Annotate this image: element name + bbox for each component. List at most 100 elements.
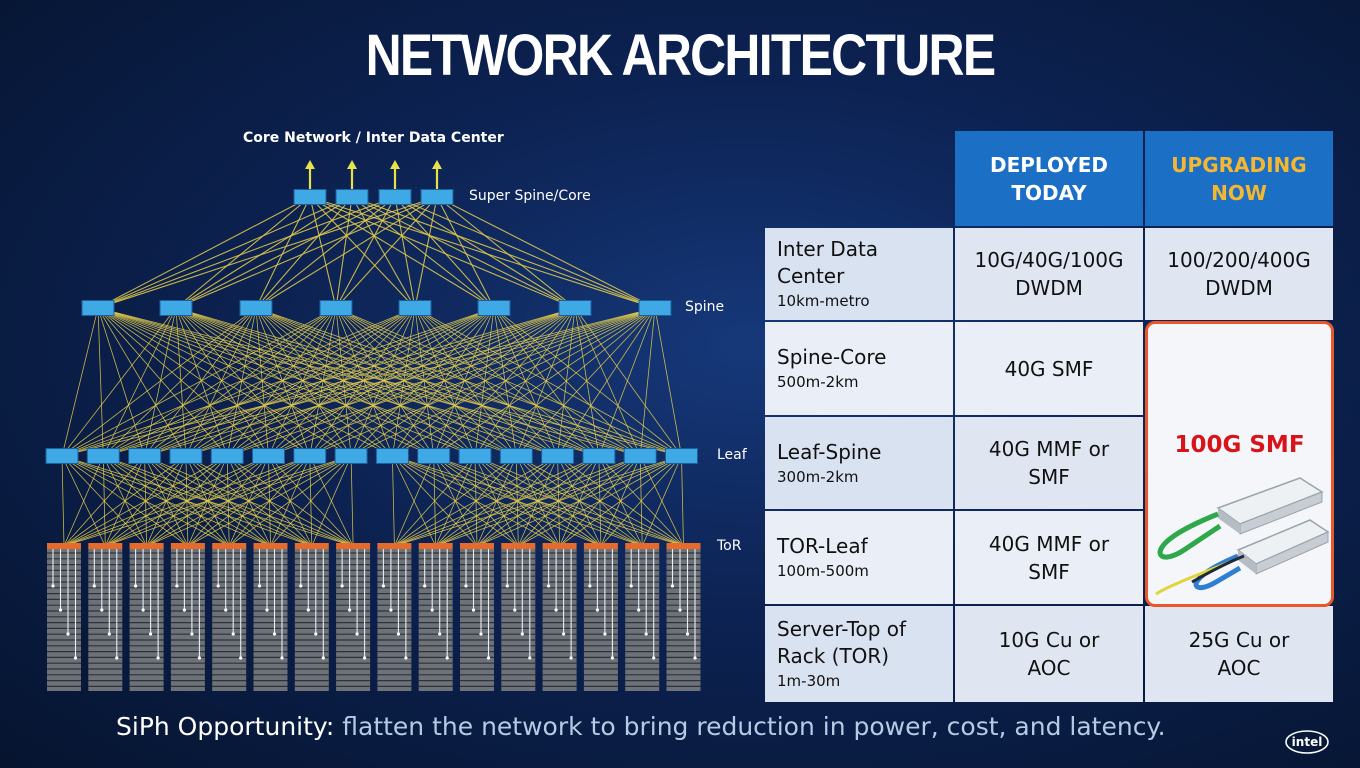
link-line [394,196,416,309]
rack-cable-end [637,608,641,612]
link-line [335,196,396,309]
row-distance: 500m-2km [777,373,859,391]
link-line [255,307,311,457]
transceiver-module-1 [1157,477,1324,560]
rack-cable-end [92,584,96,588]
link-line [394,455,435,547]
rack-cable-end [257,584,262,588]
link-line [433,307,576,457]
link-line [335,307,641,457]
rack-cable-end [603,632,607,636]
table-cell: 10G Cu or AOC [955,606,1143,702]
deployed-value: 40G SMF [1004,356,1094,381]
link-line [227,307,656,457]
rack-cable-end [486,656,491,660]
link-line [436,196,576,309]
link-line [226,307,337,457]
leaf-label: Leaf [717,447,747,463]
link-line [394,455,558,547]
link-line [228,455,352,547]
leaf-switch [458,448,492,464]
link-line [493,307,600,457]
link-line [350,307,656,457]
link-line [97,196,438,309]
link-line [61,307,177,457]
rack-cable-end [355,632,359,636]
rack-cable-end [528,656,532,660]
link-line [63,455,310,547]
link-line [61,307,416,457]
network-diagram [45,160,701,691]
super-spine-switch [420,189,454,205]
leaf-switch [86,448,120,464]
rack-cable-end [272,632,277,636]
spine-switch [159,300,193,316]
link-line [175,307,476,457]
rack-cable-end [520,632,524,636]
link-line [394,455,476,547]
link-line [414,307,517,457]
link-line [185,307,337,457]
link-line [335,307,393,457]
link-speed-table: DEPLOYED TODAY UPGRADING NOW Inter Data … [765,131,1333,702]
leaf-switch [582,448,616,464]
tor-switch [88,543,123,549]
link-line [518,455,682,547]
link-line [175,307,269,457]
spine-switch [477,300,511,316]
link-line [175,307,682,457]
link-line [105,455,352,547]
link-line [61,307,257,457]
rack-cable-end [479,632,483,636]
rack-cable-end [51,584,55,588]
tor-switch [583,543,618,549]
link-line [574,307,682,457]
link-line [309,196,495,309]
upgrading-value: 25G Cu or AOC [1188,628,1290,680]
table-row-leaf-spine-name: Leaf-Spine 300m-2km [765,417,953,509]
leaf-switch [169,448,203,464]
link-line [516,307,656,457]
link-line [97,307,558,457]
link-line [97,307,104,457]
link-line [641,455,682,547]
rack-cable-end [554,608,558,612]
header-deployed: DEPLOYED TODAY [955,131,1143,226]
row-distance: 1m-30m [777,672,841,690]
link-line [335,307,476,457]
table-cell: 10G/40G/100G DWDM [955,228,1143,320]
link-line [350,307,416,457]
link-line [474,307,495,457]
link-line [414,307,476,457]
rack-cable-end [115,656,119,660]
link-line [598,307,656,457]
rack-cable-end [404,656,408,660]
leaf-switch [499,448,533,464]
link-line [335,196,353,309]
row-distance: 300m-2km [777,467,859,486]
link-line [515,307,576,457]
rack-cable-end [321,656,325,660]
tor-switch [501,543,536,549]
link-line [493,307,682,457]
rack-cable-end [652,656,656,660]
link-line [335,307,517,457]
link-line [97,307,434,457]
link-line [574,307,641,457]
rack-cable-end [239,656,243,660]
link-line [255,307,434,457]
tor-switch [294,543,329,549]
link-line [392,307,576,457]
link-line [268,307,416,457]
link-line [175,196,438,309]
link-line [255,307,352,457]
link-line [175,307,393,457]
link-line [394,455,641,547]
highlight-text: 100G SMF [1174,432,1305,458]
upgrading-value: 100/200/400G DWDM [1167,248,1311,300]
switch-nodes [45,160,701,691]
transceiver-image [1155,477,1330,596]
rack-cable-end [149,632,153,636]
link-line [144,307,177,457]
header-upgrading: UPGRADING NOW [1145,131,1333,226]
